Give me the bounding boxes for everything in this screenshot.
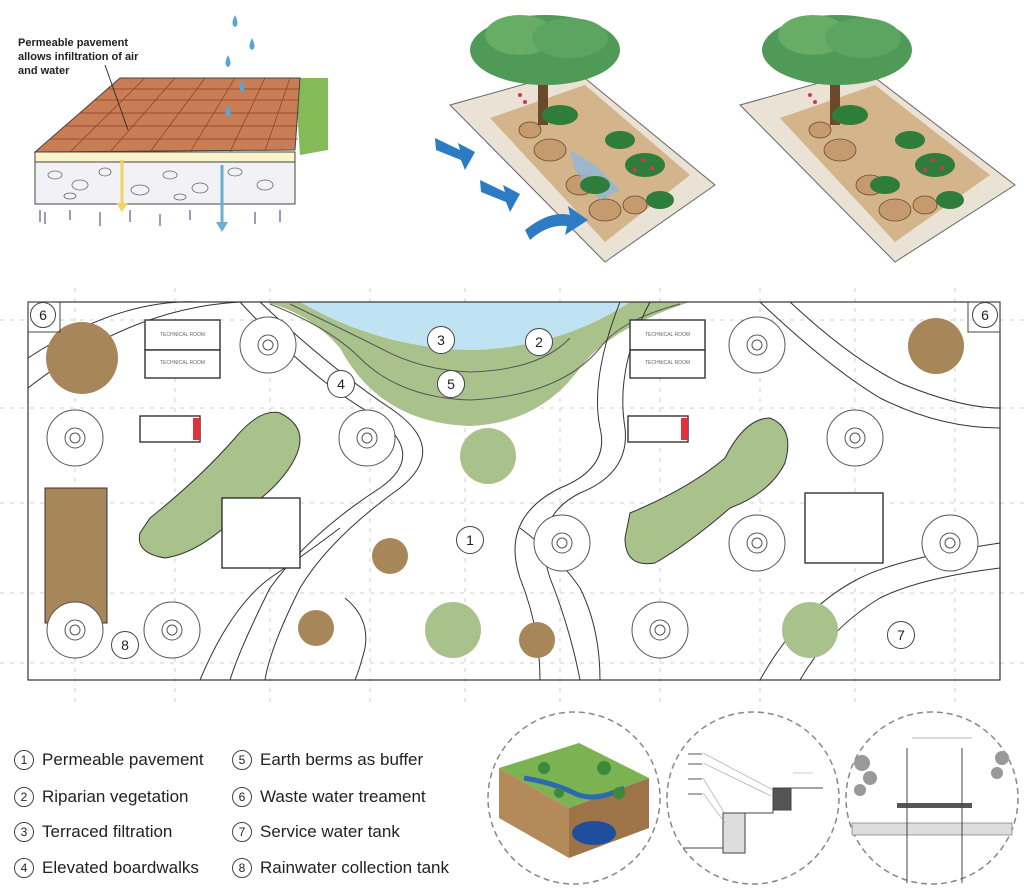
plan-marker-5: 5 (437, 370, 465, 398)
legend-number: 6 (232, 787, 252, 807)
legend-number: 7 (232, 822, 252, 842)
detail-terrain-circle (484, 708, 664, 888)
legend-item-1: 1 Permeable pavement (14, 750, 204, 770)
plan-marker-7: 7 (887, 621, 915, 649)
plan-marker-text: 6 (39, 307, 47, 323)
plan-marker-text: 2 (535, 334, 543, 350)
bioswale-flow-svg (435, 15, 716, 263)
bioswale-dry-illustration (735, 10, 1020, 265)
legend-label: Riparian vegetation (42, 787, 189, 806)
technical-rooms (139, 319, 884, 569)
legend-label: Terraced filtration (42, 822, 173, 841)
permeable-pavement-svg (33, 15, 328, 232)
plan-marker-6-right: 6 (972, 302, 998, 328)
site-plan-svg: TECHNICAL ROOM TECHNICAL ROOM TECHNICAL … (0, 288, 1024, 708)
legend-item-5: 5 Earth berms as buffer (232, 750, 423, 770)
plan-marker-text: 7 (897, 627, 905, 643)
legend-label: Rainwater collection tank (260, 858, 449, 877)
site-plan: TECHNICAL ROOM TECHNICAL ROOM TECHNICAL … (0, 288, 1024, 708)
svg-text:TECHNICAL ROOM: TECHNICAL ROOM (645, 360, 690, 366)
legend-number: 1 (14, 750, 34, 770)
legend-item-7: 7 Service water tank (232, 822, 400, 842)
plan-marker-text: 3 (437, 332, 445, 348)
svg-text:TECHNICAL ROOM: TECHNICAL ROOM (160, 360, 205, 366)
riparian-berm (265, 302, 690, 426)
plan-marker-2: 2 (525, 328, 553, 356)
plan-marker-3: 3 (427, 326, 455, 354)
legend-label: Permeable pavement (42, 750, 204, 769)
legend-item-6: 6 Waste water treament (232, 787, 426, 807)
collection-basin (44, 487, 108, 624)
plan-marker-text: 1 (466, 532, 474, 548)
svg-text:TECHNICAL ROOM: TECHNICAL ROOM (645, 332, 690, 338)
detail-section-svg-1 (666, 711, 840, 885)
legend-number: 3 (14, 822, 34, 842)
plan-marker-text: 4 (337, 376, 345, 392)
legend-item-8: 8 Rainwater collection tank (232, 858, 449, 878)
legend-item-3: 3 Terraced filtration (14, 822, 172, 842)
plan-marker-text: 5 (447, 376, 455, 392)
plan-marker-4: 4 (327, 370, 355, 398)
bioswale-flow-illustration (430, 10, 720, 265)
tanks (46, 316, 979, 659)
site-boundary (27, 301, 1001, 681)
plan-marker-8: 8 (111, 631, 139, 659)
permeable-pavement-note: Permeable pavement allows infiltration o… (18, 37, 139, 77)
detail-section-circle-1 (663, 708, 843, 888)
legend-number: 4 (14, 858, 34, 878)
plan-marker-text: 6 (981, 307, 989, 323)
legend-number: 5 (232, 750, 252, 770)
legend-number: 8 (232, 858, 252, 878)
plan-marker-1: 1 (456, 526, 484, 554)
legend-label: Service water tank (260, 822, 400, 841)
legend-number: 2 (14, 787, 34, 807)
legend-item-2: 2 Riparian vegetation (14, 787, 188, 807)
detail-section-svg-2 (845, 711, 1019, 885)
legend-label: Elevated boardwalks (42, 858, 199, 877)
bioswale-dry-svg (739, 15, 1016, 263)
legend-item-4: 4 Elevated boardwalks (14, 858, 199, 878)
plan-marker-6-left: 6 (30, 302, 56, 328)
legend-label: Waste water treament (260, 787, 426, 806)
detail-terrain-svg (487, 711, 661, 885)
legend-label: Earth berms as buffer (260, 750, 424, 769)
legend: 1 Permeable pavement 2 Riparian vegetati… (0, 740, 480, 890)
permeable-pavement-illustration: Permeable pavement allows infiltration o… (10, 0, 330, 270)
plan-marker-text: 8 (121, 637, 129, 653)
svg-text:TECHNICAL ROOM: TECHNICAL ROOM (160, 332, 205, 338)
detail-section-circle-2 (842, 708, 1022, 888)
